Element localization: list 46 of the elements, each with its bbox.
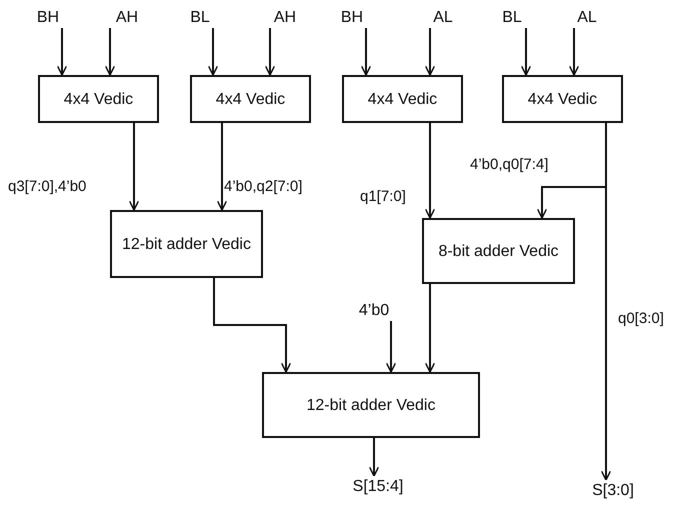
block-label: 12-bit adder Vedic bbox=[122, 234, 251, 254]
block-box bbox=[38, 75, 159, 123]
block-label: 4x4 Vedic bbox=[368, 90, 438, 108]
arrow bbox=[360, 28, 372, 76]
signal-label: BL bbox=[498, 8, 526, 28]
arrow bbox=[264, 28, 276, 76]
arrow bbox=[520, 28, 532, 76]
block-box bbox=[190, 75, 311, 123]
edge-label: q1[7:0] bbox=[360, 188, 406, 206]
arrow bbox=[386, 321, 396, 373]
signal-label: AL bbox=[574, 8, 600, 28]
signal-label: S[3:0] bbox=[584, 480, 642, 502]
arrow bbox=[368, 438, 380, 477]
block-box bbox=[342, 75, 463, 123]
block-box bbox=[262, 372, 480, 438]
edge-label: 4’b0,q2[7:0] bbox=[224, 178, 302, 196]
arrow bbox=[600, 123, 612, 481]
block-box bbox=[422, 218, 575, 284]
arrow bbox=[568, 28, 580, 76]
signal-label: AH bbox=[270, 8, 300, 28]
signal-label: BL bbox=[186, 8, 214, 28]
arrow bbox=[213, 278, 292, 373]
signal-label: 4’b0 bbox=[352, 301, 396, 321]
block-label: 4x4 Vedic bbox=[216, 90, 286, 108]
signal-label: AH bbox=[112, 8, 142, 28]
signal-label: BH bbox=[338, 8, 366, 28]
block-label: 4x4 Vedic bbox=[64, 90, 134, 108]
block-box bbox=[110, 210, 263, 278]
arrow bbox=[424, 284, 436, 373]
signal-label: S[15:4] bbox=[343, 476, 413, 498]
arrow bbox=[56, 28, 68, 76]
edge-label: q0[3:0] bbox=[618, 310, 664, 328]
block-box bbox=[502, 75, 623, 123]
edge-label: q3[7:0],4’b0 bbox=[8, 178, 86, 196]
block-label: 4x4 Vedic bbox=[528, 90, 598, 108]
arrow bbox=[104, 28, 116, 76]
arrow bbox=[216, 123, 228, 211]
block-label: 12-bit adder Vedic bbox=[306, 396, 436, 414]
block-label: 8-bit adder Vedic bbox=[438, 242, 559, 260]
arrow bbox=[128, 123, 140, 211]
arrow bbox=[208, 28, 218, 76]
arrow bbox=[424, 28, 436, 76]
signal-label: AL bbox=[430, 8, 456, 28]
arrow bbox=[424, 123, 436, 219]
signal-label: BH bbox=[34, 8, 62, 28]
edge-label: 4’b0,q0[7:4] bbox=[470, 156, 548, 174]
